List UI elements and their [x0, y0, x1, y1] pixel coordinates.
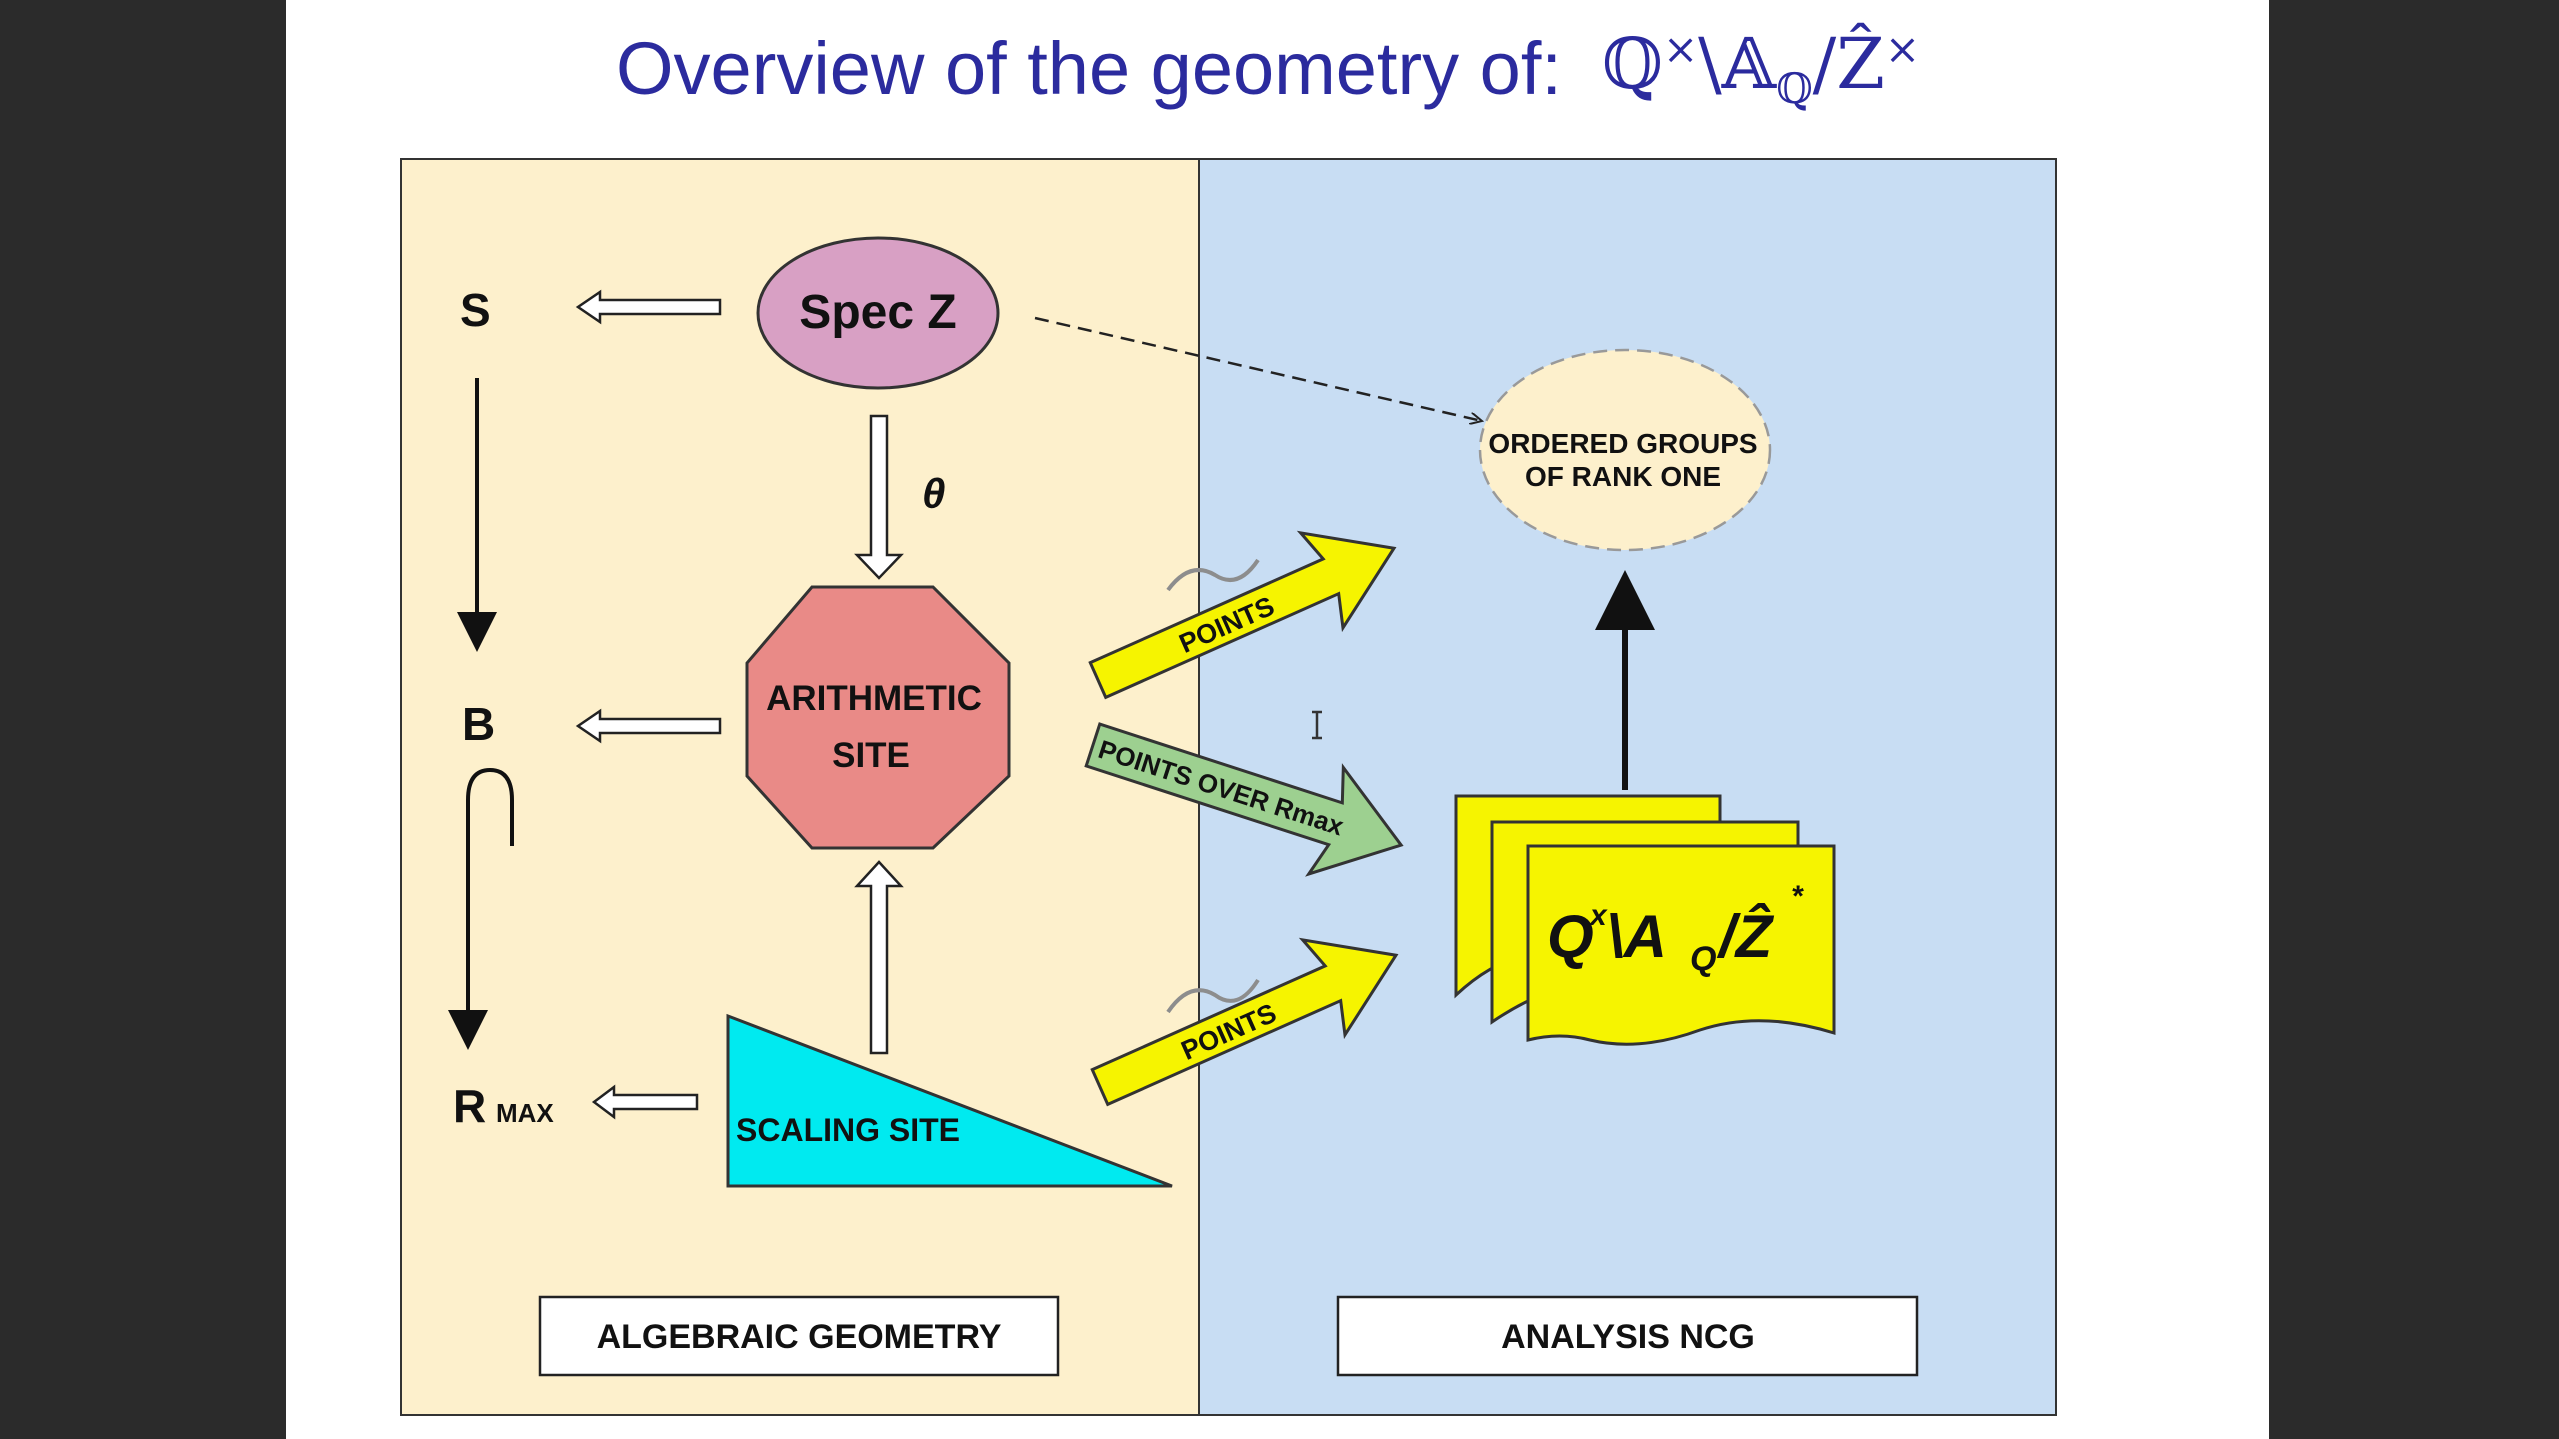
- svg-text:x: x: [1588, 899, 1608, 932]
- scaling-up-arrow: [854, 860, 904, 1055]
- double-arrow-scaling-to-r: [591, 1084, 699, 1120]
- theta-arrow: [854, 414, 904, 580]
- ordered-groups-label-2: OF RANK ONE: [1525, 461, 1721, 492]
- svg-text:\A: \A: [1607, 903, 1667, 970]
- algebraic-geometry-box: [538, 1295, 1060, 1377]
- ordered-groups-label-1: ORDERED GROUPS: [1488, 428, 1757, 459]
- title-text: Overview of the geometry of:: [616, 26, 1562, 110]
- arithmetic-site-label-1: ARITHMETIC: [766, 679, 982, 718]
- algebraic-geometry-label: ALGEBRAIC GEOMETRY: [597, 1318, 1002, 1356]
- title-math-formula: ℚ×\𝔸ℚ/Ẑ×: [1601, 23, 1921, 113]
- slide-title: Overview of the geometry of: ℚ×\𝔸ℚ/Ẑ×: [616, 18, 1920, 118]
- svg-text:*: *: [1791, 880, 1804, 913]
- svg-text:Q: Q: [1547, 903, 1594, 970]
- double-arrow-specz-to-s: [575, 289, 722, 325]
- quotient-label: Q x \A Q /Ẑ *: [1547, 880, 1804, 978]
- spec-z-label: Spec Z: [799, 286, 956, 339]
- analysis-ncg-box: [1336, 1295, 1919, 1377]
- quotient-stack: [1454, 794, 1836, 1046]
- label-s: S: [460, 284, 491, 336]
- hook-b-to-r: [448, 767, 514, 1050]
- ordered-groups-node: [1478, 348, 1772, 552]
- analysis-ncg-label: ANALYSIS NCG: [1501, 1318, 1755, 1356]
- tilde-top: [1166, 558, 1260, 592]
- label-r: R: [453, 1080, 486, 1132]
- scaling-site-label: SCALING SITE: [736, 1112, 960, 1148]
- arithmetic-site-label-2: SITE: [832, 736, 910, 775]
- dashed-arrow-specz-to-ordered: [1034, 316, 1482, 421]
- scaling-site-node: [726, 1013, 1173, 1188]
- double-arrow-arith-to-b: [575, 708, 722, 744]
- theta-label: θ: [922, 470, 945, 517]
- tilde-bottom: [1166, 978, 1260, 1014]
- label-b: B: [462, 698, 495, 750]
- label-r-sub: MAX: [496, 1098, 554, 1128]
- svg-text:Q: Q: [1690, 940, 1716, 978]
- text-cursor-icon: [1312, 710, 1322, 740]
- svg-text:/Ẑ: /Ẑ: [1716, 903, 1775, 970]
- arithmetic-site-node: [745, 585, 1011, 850]
- spec-z-node: [756, 236, 1000, 390]
